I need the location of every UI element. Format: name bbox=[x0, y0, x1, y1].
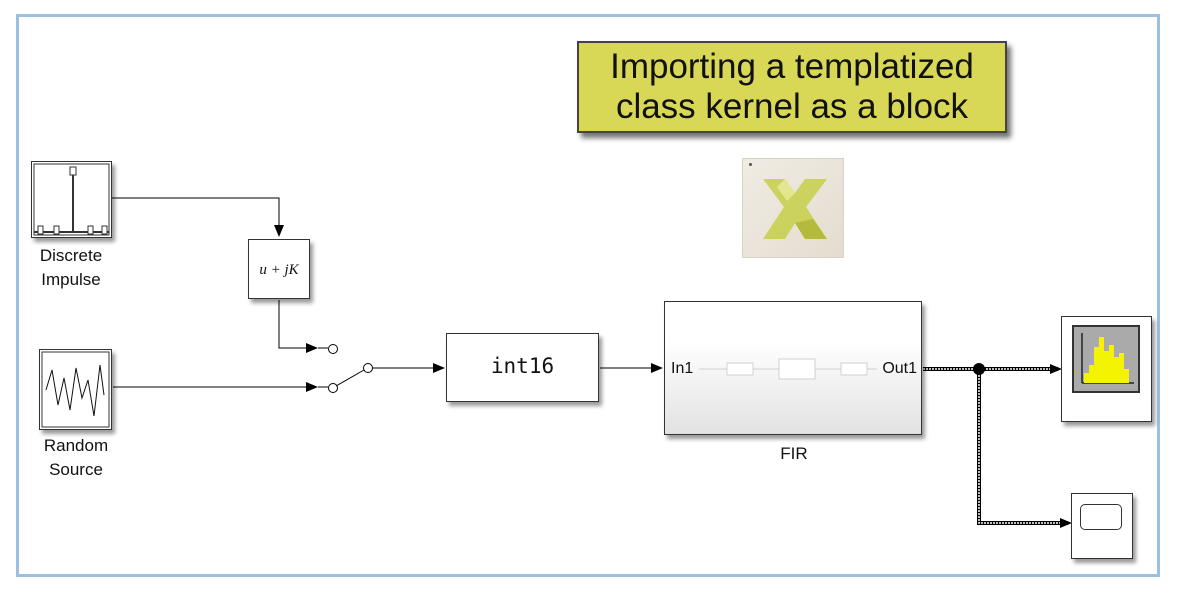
impulse-icon bbox=[33, 163, 110, 236]
random-source-label: Random Source bbox=[26, 434, 126, 482]
fir-out-port-label: Out1 bbox=[882, 360, 917, 377]
xilinx-logo-icon[interactable] bbox=[742, 158, 844, 258]
fir-in-port-label: In1 bbox=[671, 360, 694, 377]
annotation-box[interactable]: Importing a templatized class kernel as … bbox=[577, 41, 1007, 133]
complex-expression: u + jK bbox=[259, 262, 299, 278]
wire-impulse[interactable] bbox=[112, 197, 284, 237]
discrete-impulse-block[interactable] bbox=[31, 161, 112, 238]
fir-internal-icon bbox=[699, 358, 877, 380]
data-type-conversion-block[interactable]: int16 bbox=[446, 333, 599, 402]
annotation-line-2: class kernel as a block bbox=[615, 87, 969, 126]
random-source-block[interactable] bbox=[39, 349, 112, 430]
spectrum-analyzer-icon[interactable] bbox=[1061, 316, 1152, 422]
scope-icon[interactable] bbox=[1071, 493, 1133, 559]
manual-switch-icon[interactable] bbox=[318, 344, 378, 393]
fir-label: FIR bbox=[744, 442, 844, 466]
random-source-label-1: Random bbox=[43, 436, 109, 455]
random-signal-icon bbox=[41, 351, 110, 428]
int16-label: int16 bbox=[490, 354, 555, 378]
real-imag-to-complex-block[interactable]: u + jK bbox=[248, 239, 310, 299]
fir-name: FIR bbox=[780, 444, 808, 463]
wire-complex[interactable] bbox=[278, 300, 318, 353]
wire-fir-out[interactable] bbox=[923, 363, 1072, 528]
discrete-impulse-label-2: Impulse bbox=[41, 270, 101, 289]
annotation-line-1: Importing a templatized bbox=[610, 47, 974, 86]
fir-subsystem-block[interactable]: In1 Out1 bbox=[664, 301, 922, 435]
discrete-impulse-label: Discrete Impulse bbox=[21, 244, 121, 292]
discrete-impulse-label-1: Discrete bbox=[39, 246, 103, 265]
random-source-label-2: Source bbox=[49, 460, 103, 479]
